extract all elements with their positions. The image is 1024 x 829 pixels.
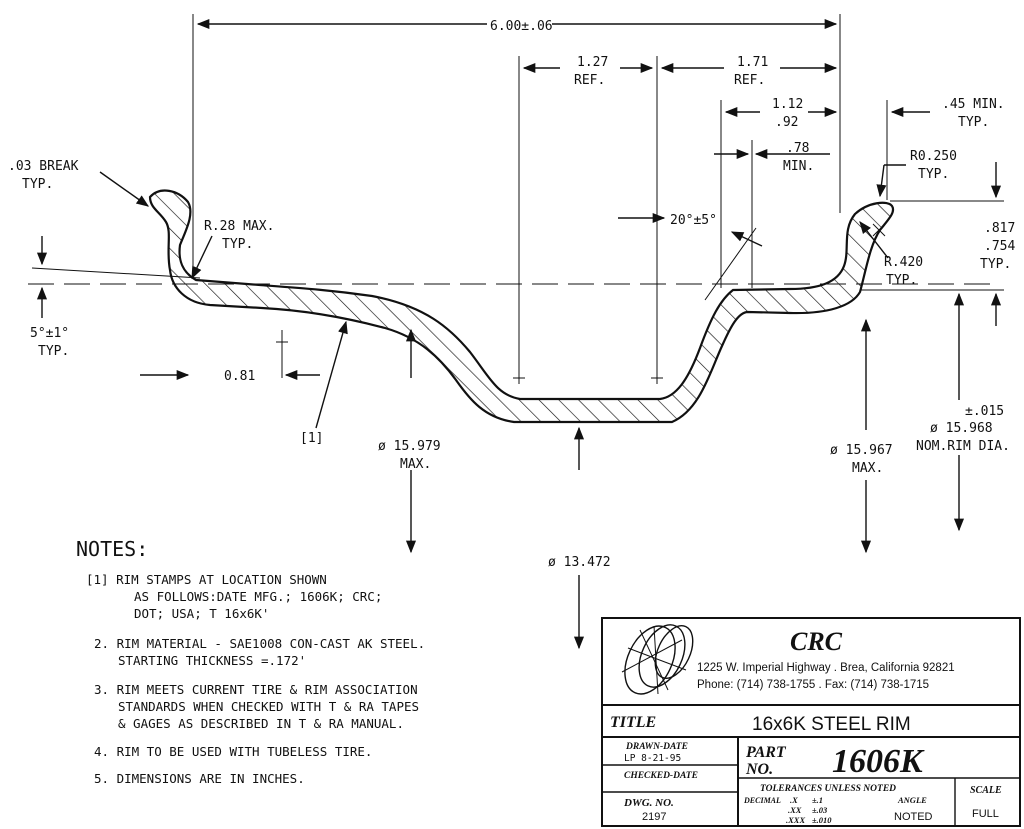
- angle-value: NOTED: [894, 811, 933, 823]
- company-address: 1225 W. Imperial Highway . Brea, Califor…: [697, 662, 955, 674]
- height-754: .754: [984, 239, 1015, 254]
- height-817: .817: [984, 221, 1015, 236]
- ref2-value: 1.71: [737, 55, 768, 70]
- height-dim: .817 .754 TYP.: [860, 162, 1015, 326]
- tol-xxx: .XXX: [786, 815, 805, 825]
- dim-112-92: 1.12 .92: [720, 97, 838, 288]
- r0250-callout: R0.250 TYP.: [876, 149, 957, 198]
- dim-081: 0.81: [140, 330, 320, 384]
- note-4: 4. RIM TO BE USED WITH TUBELESS TIRE.: [94, 744, 372, 759]
- note-3-line-2: STANDARDS WHEN CHECKED WITH T & RA TAPES: [118, 699, 419, 714]
- dim-78: .78: [786, 141, 809, 156]
- note-1-line-2: AS FOLLOWS:DATE MFG.; 1606K; CRC;: [134, 589, 382, 604]
- part-label-1: PART: [745, 744, 787, 761]
- title-value: 16x6K STEEL RIM: [752, 714, 911, 735]
- drawn-value: LP 8-21-95: [624, 753, 681, 764]
- angle-5-dim: 5°±1° TYP.: [30, 236, 69, 359]
- r0250-label: TYP.: [918, 167, 949, 182]
- note-2-line-1: 2. RIM MATERIAL - SAE1008 CON-CAST AK ST…: [94, 636, 425, 651]
- note-1-line-3: DOT; USA; T 16x6K': [134, 606, 269, 621]
- overall-width-label: 6.00±.06: [490, 19, 553, 34]
- angle-5: 5°±1°: [30, 326, 69, 341]
- r0250-value: R0.250: [910, 149, 957, 164]
- dim-112: 1.12: [772, 97, 803, 112]
- tol-decimal: DECIMAL: [743, 796, 781, 805]
- r28-callout: R.28 MAX. TYP.: [191, 219, 274, 280]
- break-value: .03 BREAK: [8, 159, 79, 174]
- angle-label: ANGLE: [897, 795, 927, 805]
- dwg-label: DWG. NO.: [623, 797, 674, 809]
- angle-20-dim: 20°±5°: [618, 212, 763, 301]
- r420-value: R.420: [884, 255, 923, 270]
- ref2-label: REF.: [734, 73, 765, 88]
- stamp-ref-label: [1]: [300, 431, 323, 446]
- overall-width-dim: 6.00±.06: [192, 14, 841, 276]
- r28-value: R.28 MAX.: [204, 219, 274, 234]
- tol-xxx-value: ±.010: [812, 815, 832, 825]
- title-block: CRC 1225 W. Imperial Highway . Brea, Cal…: [601, 617, 1021, 827]
- dim-78-label: MIN.: [783, 159, 814, 174]
- break-callout: .03 BREAK TYP.: [8, 159, 150, 207]
- note-5: 5. DIMENSIONS ARE IN INCHES.: [94, 771, 305, 786]
- dim-45: .45 MIN.: [942, 97, 1005, 112]
- scale-value: FULL: [972, 808, 999, 820]
- dim-45-min: .45 MIN. TYP.: [886, 97, 1005, 200]
- break-label: TYP.: [22, 177, 53, 192]
- rim-cross-section: [148, 189, 895, 424]
- drawn-label: DRAWN-DATE: [625, 742, 688, 752]
- ref-dims: 1.27 REF. 1.71 REF.: [513, 55, 838, 384]
- part-label-2: NO.: [745, 761, 773, 778]
- company-name: CRC: [790, 627, 843, 656]
- r28-label: TYP.: [222, 237, 253, 252]
- dia-15979: ø 15.979 MAX.: [378, 328, 441, 554]
- dia-15968-value: ø 15.968: [930, 421, 993, 436]
- dia-15967-label: MAX.: [852, 461, 883, 476]
- dim-78-min: .78 MIN.: [714, 140, 830, 288]
- title-label: TITLE: [610, 714, 656, 731]
- dia-15967: ø 15.967 MAX.: [830, 318, 893, 554]
- angle-20: 20°±5°: [670, 213, 717, 228]
- checked-label: CHECKED-DATE: [624, 771, 698, 781]
- dia-15979-value: ø 15.979: [378, 439, 441, 454]
- dia-15979-label: MAX.: [400, 457, 431, 472]
- note-3-line-3: & GAGES AS DESCRIBED IN T & RA MANUAL.: [118, 716, 404, 731]
- dim-081-label: 0.81: [224, 369, 255, 384]
- notes-block: NOTES: [1] RIM STAMPS AT LOCATION SHOWN …: [76, 537, 425, 786]
- dia-15968-label: NOM.RIM DIA.: [916, 439, 1010, 454]
- tol-x: .X: [790, 795, 798, 805]
- note-3-line-1: 3. RIM MEETS CURRENT TIRE & RIM ASSOCIAT…: [94, 682, 418, 697]
- ref1-label: REF.: [574, 73, 605, 88]
- ref1-value: 1.27: [577, 55, 608, 70]
- dia-13472: ø 13.472: [548, 426, 611, 650]
- dia-13472-value: ø 13.472: [548, 555, 611, 570]
- angle-5-label: TYP.: [38, 344, 69, 359]
- dim-92: .92: [775, 115, 798, 130]
- scale-label: SCALE: [970, 785, 1002, 796]
- height-typ: TYP.: [980, 257, 1011, 272]
- tol-015: ±.015: [965, 404, 1004, 419]
- rim-profile: [28, 189, 1000, 424]
- dia-15967-value: ø 15.967: [830, 443, 893, 458]
- crc-logo: [621, 624, 694, 695]
- note-2-line-2: STARTING THICKNESS =.172': [118, 653, 306, 668]
- dim-45-label: TYP.: [958, 115, 989, 130]
- note-1-line-1: [1] RIM STAMPS AT LOCATION SHOWN: [86, 572, 327, 587]
- dwg-value: 2197: [642, 811, 666, 823]
- stamp-ref-callout: [1]: [300, 320, 348, 446]
- tolerances-label: TOLERANCES UNLESS NOTED: [760, 784, 896, 794]
- r420-callout: R.420 TYP.: [859, 221, 923, 288]
- part-number: 1606K: [832, 743, 925, 780]
- tol-x-value: ±.1: [812, 795, 823, 805]
- tol-xx: .XX: [788, 805, 802, 815]
- tol-xx-value: ±.03: [812, 805, 828, 815]
- notes-heading: NOTES:: [76, 537, 148, 561]
- company-phone: Phone: (714) 738-1755 . Fax: (714) 738-1…: [697, 679, 929, 691]
- r420-label: TYP.: [886, 273, 917, 288]
- dia-15968: ±.015 ø 15.968 NOM.RIM DIA.: [916, 292, 1010, 532]
